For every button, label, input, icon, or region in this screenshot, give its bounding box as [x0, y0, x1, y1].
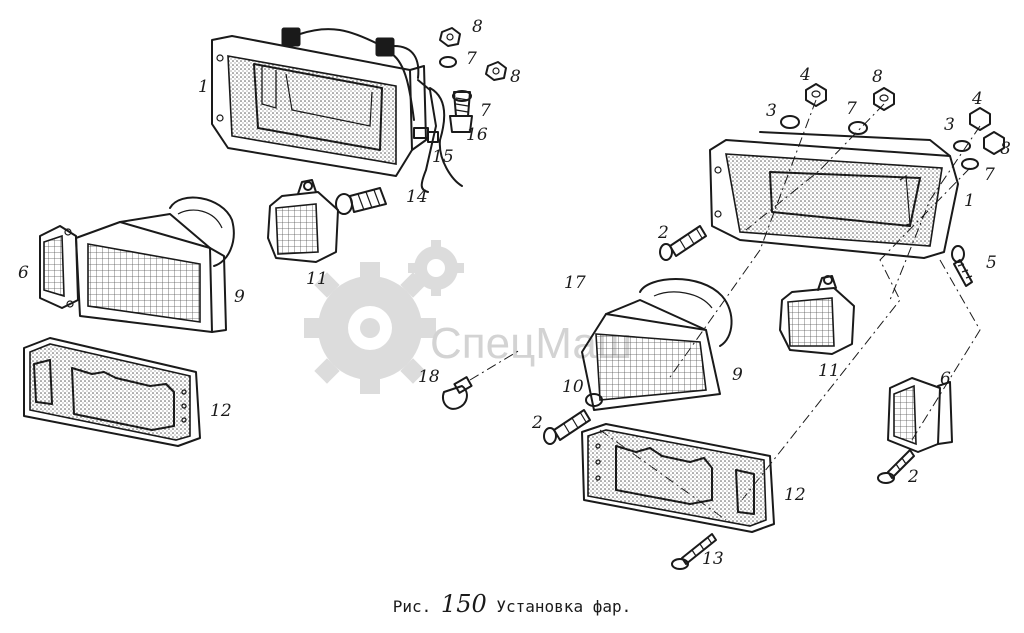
label-1-left: 1	[198, 77, 209, 97]
bolt-5	[951, 245, 973, 287]
label-8-b: 8	[510, 67, 521, 87]
side-lamp-right	[887, 377, 953, 453]
label-18: 18	[418, 367, 440, 387]
label-14: 14	[406, 187, 428, 207]
label-9-left: 9	[234, 287, 245, 307]
label-5: 5	[986, 253, 997, 273]
label-7-a: 7	[466, 49, 477, 69]
side-lamp-left	[39, 225, 79, 309]
label-11-left: 11	[306, 269, 328, 289]
headlamp-left	[75, 196, 235, 333]
label-8-d: 8	[1000, 139, 1011, 159]
label-4-b: 4	[971, 89, 983, 109]
screw-13	[671, 533, 717, 570]
housing-frame-left	[211, 35, 427, 177]
label-2-upper: 2	[657, 223, 669, 243]
label-4-a: 4	[799, 65, 811, 85]
fog-lamp-left	[267, 179, 339, 263]
connector-plugs	[281, 27, 420, 121]
label-3-a: 3	[766, 101, 777, 121]
label-7-d: 7	[984, 165, 995, 185]
label-17: 17	[564, 273, 586, 293]
bolt-16	[449, 91, 473, 133]
label-6-right: 6	[940, 369, 951, 389]
label-15: 15	[432, 147, 454, 167]
fog-lamp-right	[779, 275, 855, 355]
label-12-right: 12	[784, 485, 806, 505]
label-13: 13	[702, 549, 724, 569]
label-10: 10	[562, 377, 584, 397]
label-11-right: 11	[818, 361, 840, 381]
watermark-logo: СпецМаш	[304, 240, 632, 394]
wiring-harness	[413, 79, 463, 193]
gear-large-icon	[304, 262, 436, 394]
caption-prefix: Рис.	[392, 597, 432, 616]
caption-title: Установка фар.	[496, 597, 632, 616]
screw-2-lower	[877, 449, 915, 484]
gasket-left	[23, 337, 201, 447]
fasteners-right	[780, 83, 1005, 170]
label-2-center: 2	[531, 413, 543, 433]
figure-caption: Рис. 150 Установка фар.	[0, 590, 1024, 618]
caption-number: 150	[440, 590, 487, 618]
bolt-2-upper	[659, 225, 707, 261]
label-3-b: 3	[944, 115, 955, 135]
label-16: 16	[466, 125, 488, 145]
fasteners-left	[439, 27, 507, 133]
gear-small-icon	[408, 240, 464, 296]
part-labels: 1 8 7 8 7 16 15 14 11 6 9 12 18 17 9 10 …	[18, 17, 1011, 569]
label-6-left: 6	[18, 263, 29, 283]
bolt-fog-left	[335, 187, 387, 215]
bolt-2-center	[543, 393, 603, 445]
label-7-b: 7	[480, 101, 491, 121]
label-8-a: 8	[472, 17, 483, 37]
headlamp-right	[581, 278, 733, 411]
label-9-right: 9	[732, 365, 743, 385]
label-7-c: 7	[846, 99, 857, 119]
label-8-c: 8	[872, 67, 883, 87]
gasket-right	[581, 423, 775, 533]
label-1-right: 1	[964, 191, 975, 211]
label-12-left: 12	[210, 401, 232, 421]
bulb	[442, 349, 521, 410]
label-2-lower: 2	[907, 467, 919, 487]
housing-frame-right	[709, 131, 959, 259]
